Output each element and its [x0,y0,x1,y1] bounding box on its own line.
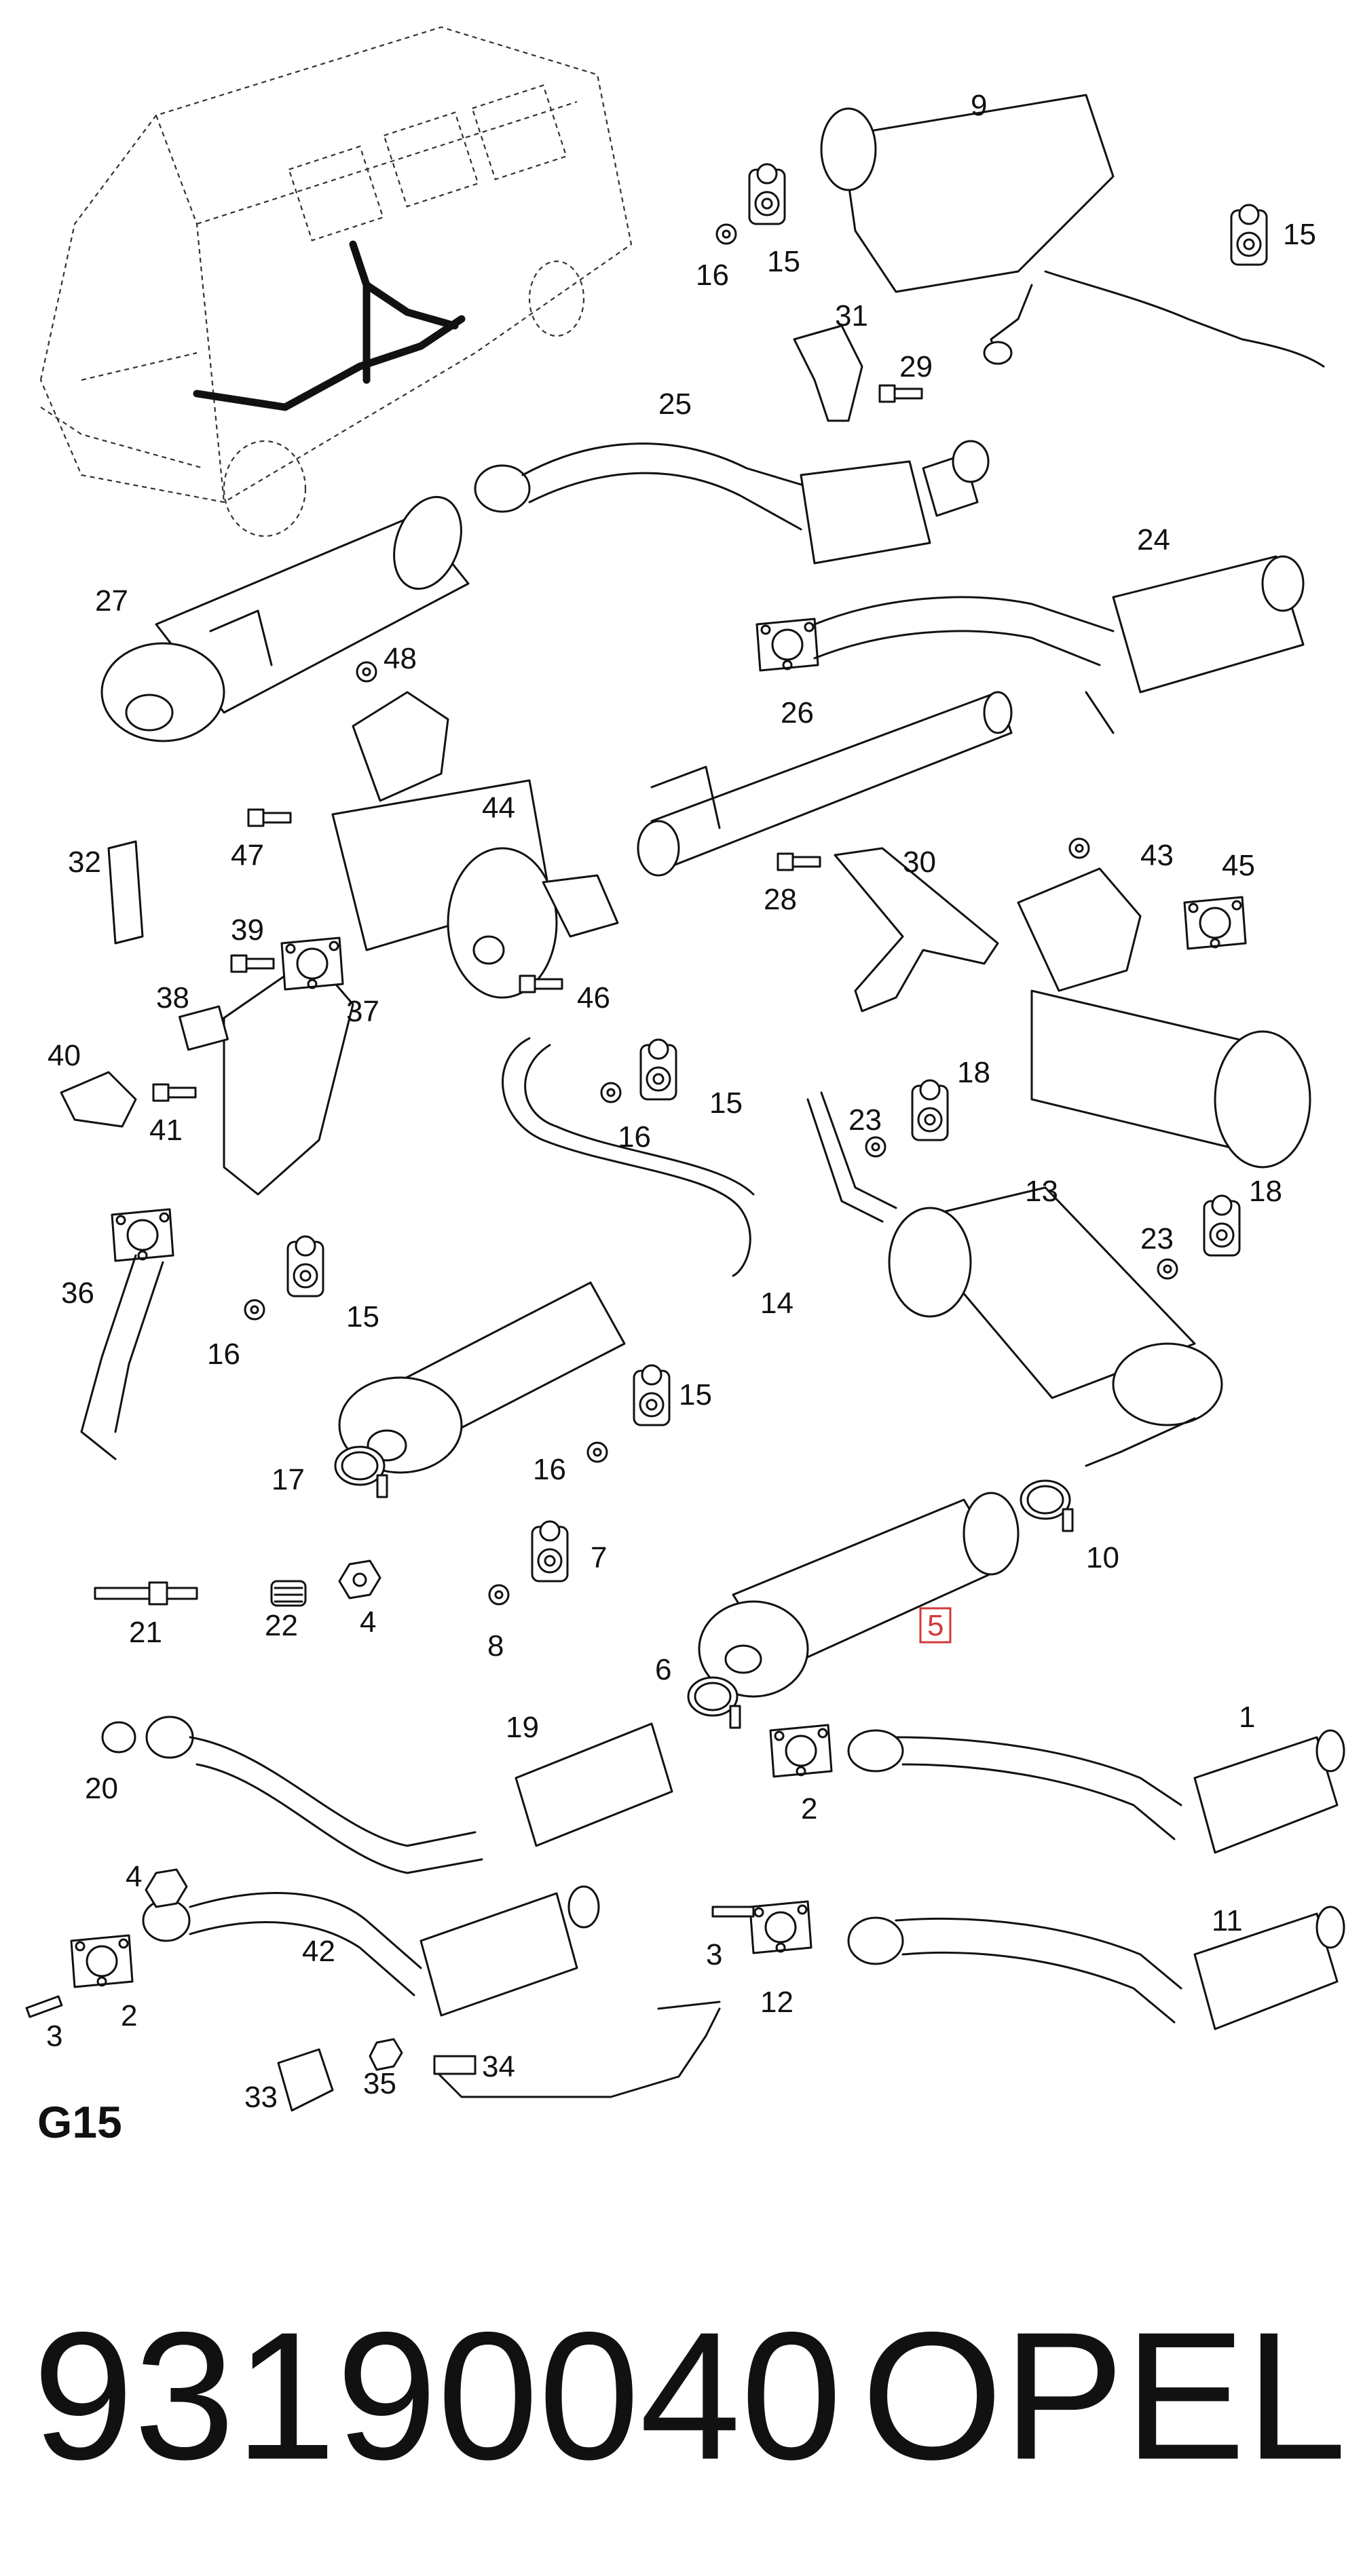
callout-19: 19 [506,1711,539,1744]
callout-47: 47 [231,839,264,872]
callout-38: 38 [156,981,189,1015]
callout-9: 9 [971,89,987,122]
callout-23: 23 [1140,1222,1174,1255]
callout-21: 21 [129,1616,162,1649]
callout-3: 3 [46,2020,62,2053]
part-3-stud-lower [25,1995,63,2018]
callout-23: 23 [848,1103,882,1137]
callout-27: 27 [95,584,128,618]
part-4-nut-lower [145,1868,188,1908]
part-9-rear-silencer [820,94,1325,368]
callout-16: 16 [533,1453,566,1486]
callout-37: 37 [346,995,379,1028]
callout-17: 17 [272,1463,305,1496]
callout-13: 13 [1025,1175,1058,1208]
exhaust-parts-diagram: 9 15 16 15 31 29 25 24 27 48 26 44 47 32… [25,26,1345,2147]
callout-42: 42 [302,1935,335,1968]
callout-12: 12 [760,1986,793,2019]
part-35-nut [369,2038,403,2071]
callout-7: 7 [591,1541,607,1574]
callout-5-highlight-box[interactable]: 5 [919,1607,952,1644]
part-43-silencer [1017,867,1311,1169]
callout-32: 32 [68,846,101,879]
callout-40: 40 [48,1039,81,1072]
callout-16: 16 [618,1120,651,1154]
callout-15: 15 [346,1300,379,1333]
callout-34: 34 [482,2050,515,2083]
part-44-silencer [331,691,619,999]
callout-22: 22 [265,1609,298,1642]
footer: 93190040 OPEL [0,2294,1363,2497]
callout-15: 15 [767,245,800,278]
part-19-catalytic-pipe [101,1716,673,1874]
part-3-stud-upper [711,1906,755,1918]
part-13-silencer [806,1091,1223,1467]
callout-43: 43 [1140,839,1174,872]
callout-39: 39 [231,913,264,947]
callout-3: 3 [706,1938,722,1971]
callout-28: 28 [764,883,797,916]
part-number: 93190040 [33,2294,842,2497]
part-1-front-pipe [847,1729,1345,1854]
callout-16: 16 [696,259,729,292]
van-illustration [39,26,633,537]
part-37-heat-shield [223,955,354,1196]
callout-18: 18 [1249,1175,1282,1208]
callout-33: 33 [244,2081,278,2114]
callout-24: 24 [1137,523,1170,556]
sheet-code: G15 [37,2097,122,2147]
part-32-bracket [107,840,144,945]
callout-35: 35 [363,2067,396,2100]
part-24-particulate-filter [755,555,1305,734]
part-25-catalytic-pipe [474,440,990,565]
callout-45: 45 [1222,849,1255,882]
callout-2: 2 [121,1999,137,2032]
part-26-pipe [637,691,1013,877]
part-27-silencer [100,495,470,742]
callout-6: 6 [655,1653,671,1686]
part-40-bracket [60,1071,137,1128]
callout-8: 8 [487,1629,504,1663]
part-36-pipe [80,1208,174,1460]
callout-10: 10 [1086,1541,1119,1574]
callout-16: 16 [207,1338,240,1371]
callout-18: 18 [957,1056,990,1089]
brand-name: OPEL [861,2294,1347,2497]
callout-15: 15 [1283,218,1316,251]
callout-1: 1 [1239,1701,1255,1734]
part-4-nut [338,1559,381,1599]
callout-11: 11 [1212,1904,1243,1937]
part-34-sensor-pipe [433,2001,721,2098]
callout-46: 46 [577,981,610,1015]
callout-36: 36 [61,1276,94,1310]
callout-29: 29 [899,350,933,383]
part-22-spring [270,1580,307,1607]
callout-25: 25 [658,387,692,421]
callout-15: 15 [679,1378,712,1412]
callout-26: 26 [781,696,814,730]
callout-30: 30 [903,846,936,879]
part-38-bracket [179,1005,229,1051]
part-11-front-pipe [847,1906,1345,2030]
callout-31: 31 [835,299,868,333]
part-5-silencer [698,1492,1020,1698]
callout-4: 4 [360,1606,376,1639]
callout-labels: 9 15 16 15 31 29 25 24 27 48 26 44 47 32… [37,89,1316,2147]
part-21-stud [94,1581,198,1606]
callout-44: 44 [482,791,515,825]
callout-14: 14 [760,1287,793,1320]
callout-4: 4 [126,1860,142,1893]
part-31-bracket [793,324,863,422]
callout-48: 48 [384,642,417,675]
callout-20: 20 [85,1772,118,1805]
callout-41: 41 [149,1114,183,1147]
callout-15: 15 [709,1086,743,1120]
part-33-mount [277,2048,334,2112]
part-42-catalytic-pipe [142,1885,600,2017]
callout-2: 2 [801,1792,817,1825]
part-30-bracket [834,847,999,1012]
callout-5: 5 [927,1609,944,1642]
highlight-box [919,1607,952,1644]
